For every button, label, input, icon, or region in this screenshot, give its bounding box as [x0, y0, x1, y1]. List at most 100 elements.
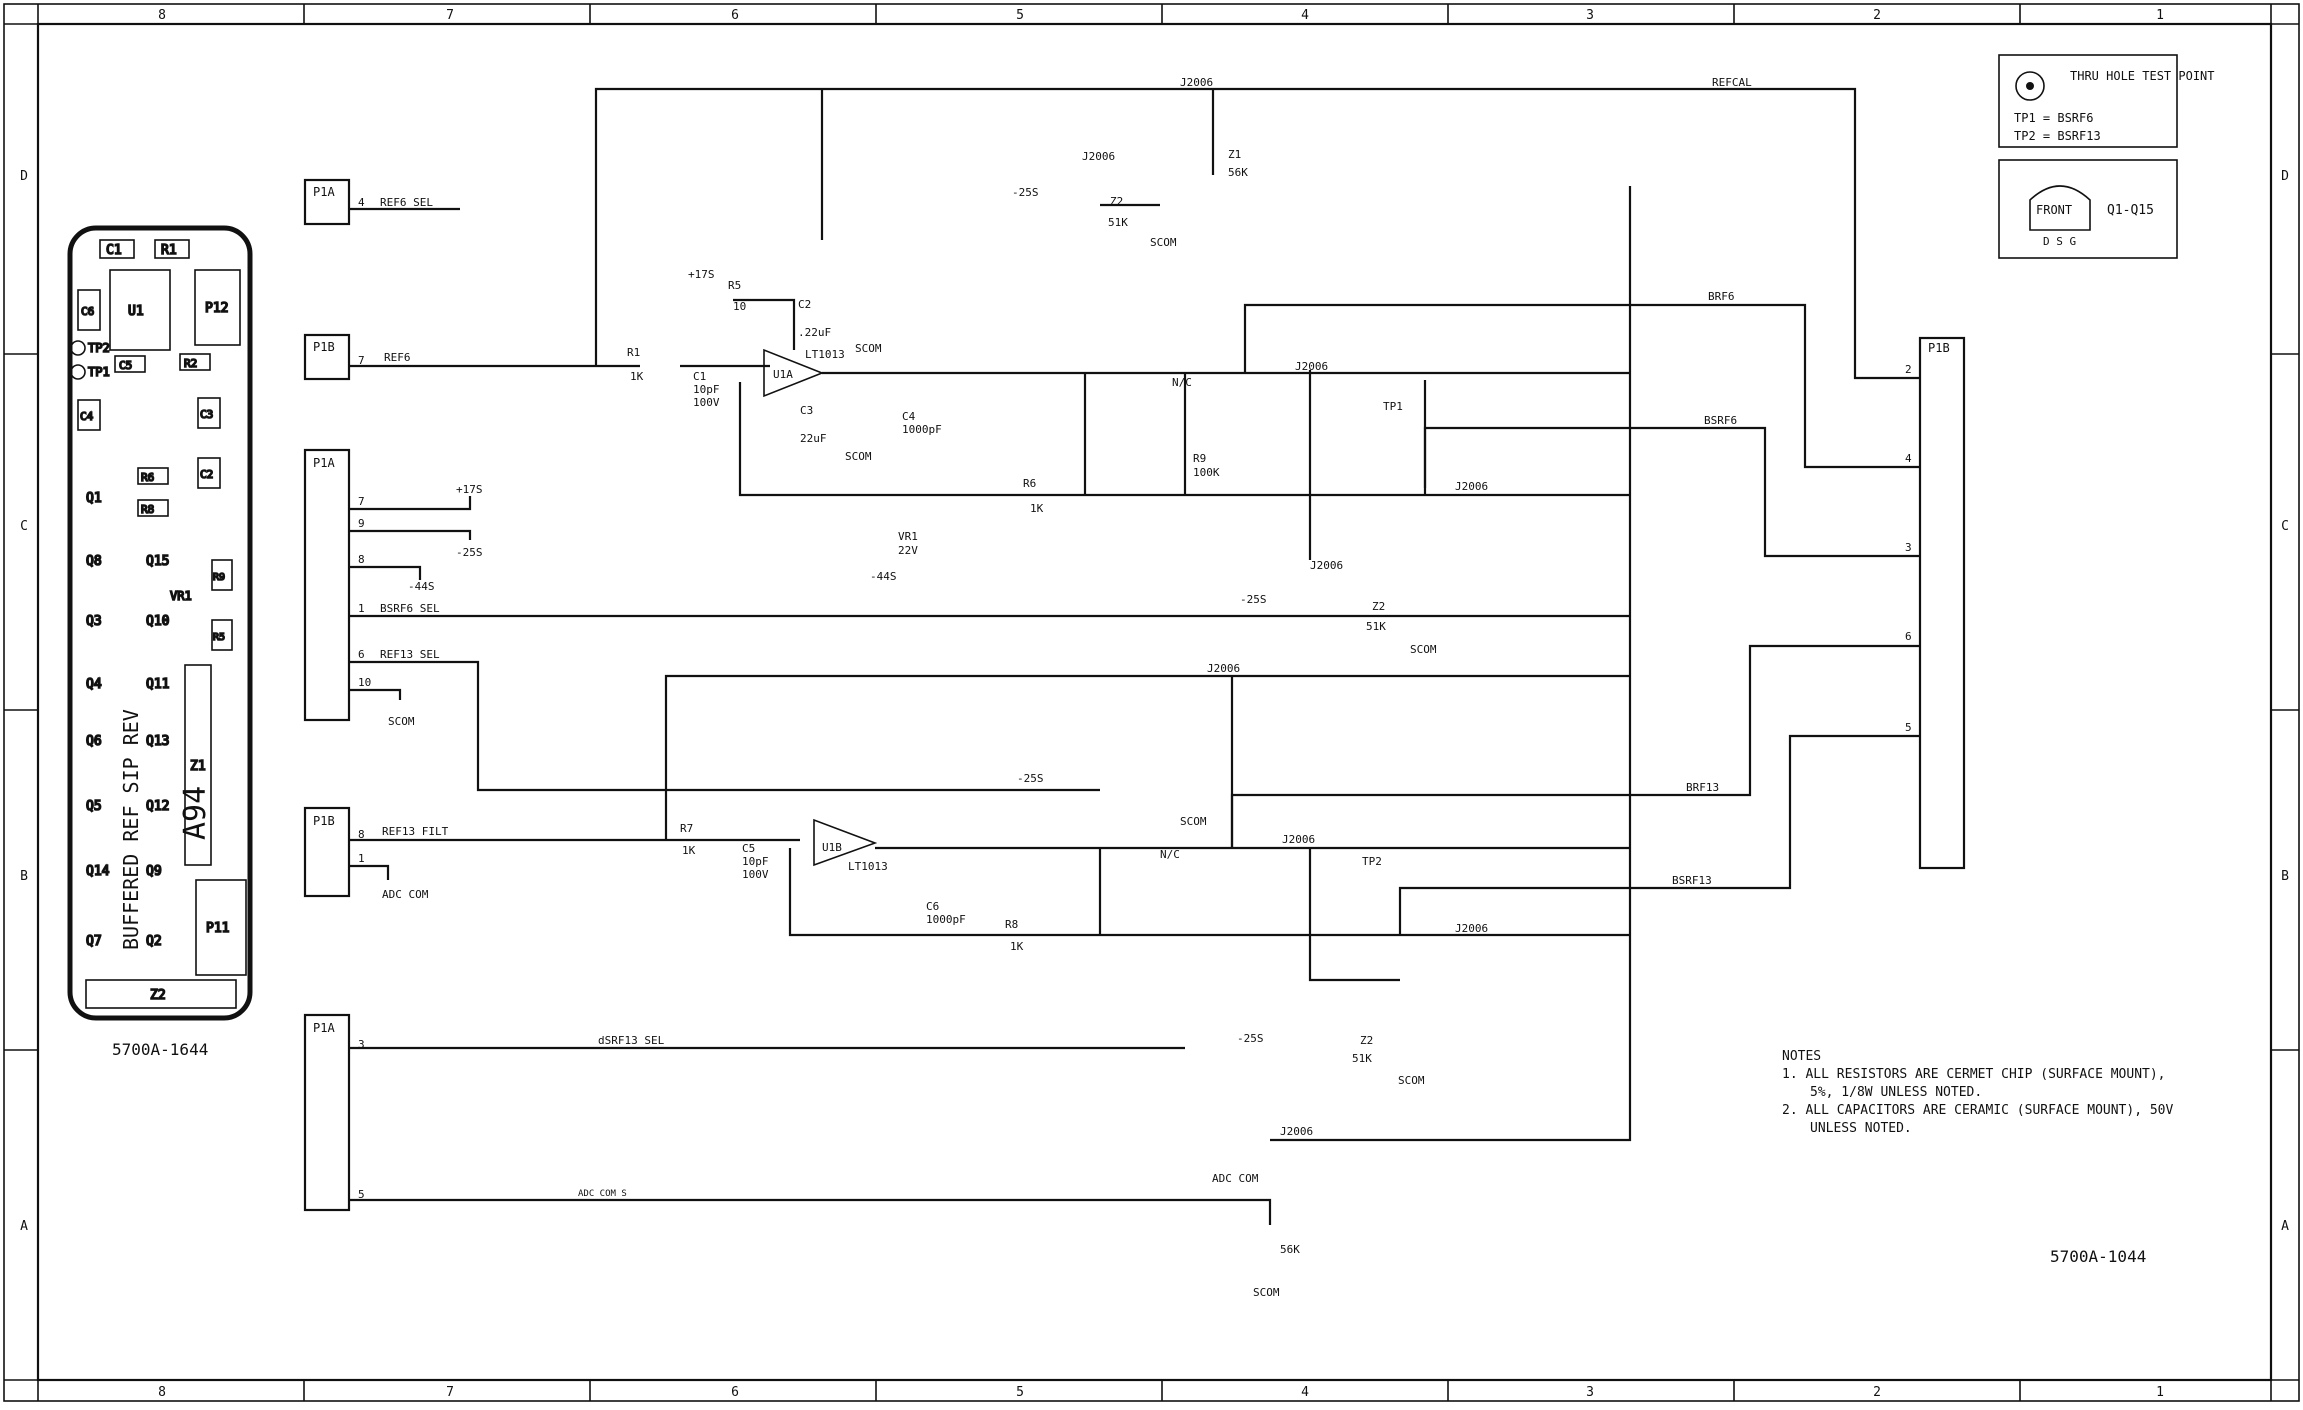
- value-c4: 1000pF: [902, 423, 942, 436]
- label-opamp-a: LT1013: [805, 348, 845, 361]
- board-ref: Q5: [86, 799, 102, 814]
- ground-scom: SCOM: [1253, 1286, 1280, 1299]
- board-ref: R5: [213, 632, 225, 643]
- label-jfet: J2006: [1282, 833, 1315, 846]
- board-ref: Q1: [86, 491, 102, 506]
- col-label: 5: [1016, 1385, 1024, 1400]
- label-u1b: U1B: [822, 841, 842, 854]
- net-label: REF13 SEL: [380, 648, 440, 661]
- value-r8: 1K: [1010, 940, 1024, 953]
- col-label: 7: [446, 1385, 454, 1400]
- value-vr1: 22V: [898, 544, 918, 557]
- net-brf13: BRF13: [1686, 781, 1719, 794]
- value-r6: 1K: [1030, 502, 1044, 515]
- legend-tp1: TP1 = BSRF6: [2014, 111, 2093, 125]
- legend-tp2: TP2 = BSRF13: [2014, 129, 2101, 143]
- board-ref: P11: [206, 921, 229, 936]
- connector-label: P1B: [313, 340, 335, 354]
- supply-p17: +17S: [456, 483, 483, 496]
- col-label: 2: [1873, 1385, 1881, 1400]
- note-2-line-1: 2. ALL CAPACITORS ARE CERAMIC (SURFACE M…: [1782, 1103, 2174, 1118]
- board-ref: C1: [106, 243, 122, 258]
- board-ref: R9: [213, 572, 225, 583]
- board-ref: C3: [200, 408, 213, 421]
- package-parts: Q1-Q15: [2107, 203, 2154, 218]
- pin-number: 1: [358, 852, 365, 865]
- supply-m44: -44S: [870, 570, 897, 583]
- supply-m25: -25S: [1012, 186, 1039, 199]
- connector-p1a-lower: P1A 3 5 dSRF13 SEL ADC COM S: [303, 1013, 665, 1212]
- connector-label: P1A: [313, 185, 335, 199]
- label-jfet: J2006: [1082, 150, 1115, 163]
- board-ref: Z2: [150, 988, 166, 1003]
- board-ref: Q6: [86, 734, 102, 749]
- value-r7: 1K: [682, 844, 696, 857]
- board-ref: Q8: [86, 554, 102, 569]
- value-z1: 56K: [1228, 166, 1248, 179]
- board-ref: Q11: [146, 677, 169, 692]
- net-bsrf6: BSRF6: [1704, 414, 1737, 427]
- value-c6: 1000pF: [926, 913, 966, 926]
- board-ref: U1: [128, 304, 144, 319]
- row-label: B: [2281, 869, 2289, 884]
- board-drawing-number: 5700A-1644: [112, 1040, 208, 1059]
- board-ref: Q3: [86, 614, 102, 629]
- label-nc: N/C: [1160, 848, 1180, 861]
- pin-number: 7: [358, 495, 365, 508]
- value-c5: 10pF: [742, 855, 769, 868]
- pin-number: 3: [1905, 541, 1912, 554]
- board-ref: C6: [81, 305, 94, 318]
- connector-p1a-ref6sel: P1A 4 REF6 SEL: [303, 178, 460, 226]
- board-ref: TP1: [88, 365, 110, 379]
- label-c4: C4: [902, 410, 916, 423]
- board-ref: C4: [80, 410, 94, 423]
- board-ref: Q15: [146, 554, 169, 569]
- package-legend: FRONT D S G Q1-Q15: [1998, 159, 2178, 259]
- board-ref: Q7: [86, 934, 102, 949]
- col-label: 7: [446, 8, 454, 23]
- label-tp1: TP1: [1383, 400, 1403, 413]
- board-ref: Q13: [146, 734, 169, 749]
- row-label: C: [2281, 519, 2289, 534]
- value-c1: 10pF: [693, 383, 720, 396]
- pin-number: 4: [358, 196, 365, 209]
- row-label: A: [2281, 1219, 2289, 1234]
- value-r5: 10: [733, 300, 746, 313]
- pin-number: 4: [1905, 452, 1912, 465]
- net-bsrf13: BSRF13: [1672, 874, 1712, 887]
- col-label: 4: [1301, 8, 1309, 23]
- connector-p1a-main: P1A 7 9 8 1 6 10 BSRF6 SEL REF13 SEL: [303, 448, 440, 722]
- board-ref: R8: [141, 503, 154, 516]
- component-labels: R1 1K R5 10 C1 10pF 100V C2 .22uF C3 22u…: [627, 76, 1488, 1256]
- ground-scom: SCOM: [1180, 815, 1207, 828]
- pin-number: 8: [358, 828, 365, 841]
- supply-m25: -25S: [1017, 772, 1044, 785]
- notes-heading: NOTES: [1782, 1049, 1821, 1064]
- board-ref: R6: [141, 471, 154, 484]
- label-r1: R1: [627, 346, 640, 359]
- net-label: ADC COM S: [578, 1189, 627, 1199]
- connector-p1b-ref13: P1B 8 1 REF13 FILT: [303, 806, 449, 898]
- pin-number: 6: [1905, 630, 1912, 643]
- supply-m44: -44S: [408, 580, 435, 593]
- label-c1: C1: [693, 370, 706, 383]
- pin-number: 8: [358, 553, 365, 566]
- pin-number: 5: [1905, 721, 1912, 734]
- pin-number: 6: [358, 648, 365, 661]
- rating-c1: 100V: [693, 396, 720, 409]
- ground-scom: SCOM: [1410, 643, 1437, 656]
- supply-m25: -25S: [456, 546, 483, 559]
- board-ref: P12: [205, 301, 228, 316]
- board-ref: Q2: [146, 934, 162, 949]
- net-label: REF13 FILT: [382, 825, 449, 838]
- label-z2: Z2: [1110, 195, 1123, 208]
- value-r9: 100K: [1193, 466, 1220, 479]
- board-ref: R1: [161, 243, 177, 258]
- label-r5: R5: [728, 279, 741, 292]
- wires: [349, 87, 1920, 1225]
- ground-scom: SCOM: [845, 450, 872, 463]
- row-label: C: [20, 519, 28, 534]
- label-u1a: U1A: [773, 368, 793, 381]
- label-z2: Z2: [1360, 1034, 1373, 1047]
- connector-label: P1A: [313, 1021, 335, 1035]
